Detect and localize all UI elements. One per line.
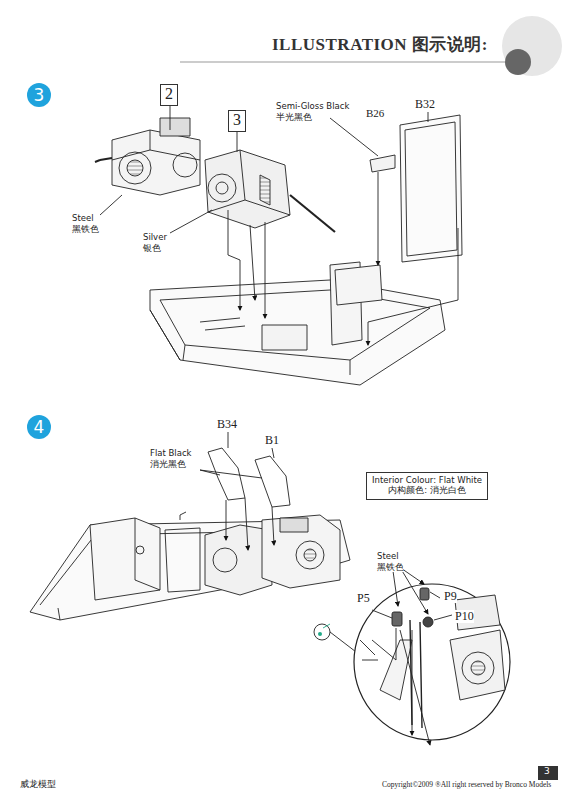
page-title: ILLUSTRATION 图示说明:	[272, 36, 488, 55]
paint-colour: 黑铁色	[377, 563, 404, 572]
detail-circle	[354, 584, 510, 740]
part-callout-box: 2	[160, 84, 178, 106]
header-rule	[180, 62, 505, 63]
part-callout-box: 3	[228, 110, 246, 132]
seat-b34	[208, 448, 245, 500]
engine-block	[95, 118, 200, 195]
page-number: 3	[544, 767, 550, 777]
paint-colour: 消光黑色	[150, 460, 186, 469]
paint-colour: 黑铁色	[72, 225, 99, 234]
paint-colour: Silver	[143, 233, 167, 242]
gearbox	[205, 150, 335, 232]
step-circle: 4	[27, 415, 51, 439]
paint-colour: Semi-Gloss Black	[276, 102, 349, 111]
pedal-detail	[380, 588, 505, 728]
paint-colour: Steel	[377, 552, 399, 561]
seat-b1	[255, 456, 290, 507]
detail-tick	[323, 624, 330, 628]
paint-colour: Flat Black	[150, 449, 192, 458]
copyright-note: Copyright©2009 ®All right reserved by Br…	[382, 781, 551, 789]
callout-number: 3	[233, 111, 241, 129]
leader-line	[100, 106, 458, 345]
callout-number: 2	[165, 85, 173, 103]
page-tab	[538, 766, 558, 780]
leader-line	[372, 564, 452, 745]
part-number: B32	[415, 98, 435, 111]
engine-gearbox	[180, 512, 340, 595]
panel-b32-edge	[405, 122, 457, 256]
paint-colour: 半光黑色	[276, 113, 312, 122]
header-disc	[502, 16, 562, 76]
seat-box	[335, 265, 382, 305]
part-number: P5	[357, 592, 370, 605]
brand-name: 威龙模型	[20, 780, 56, 790]
note-text: Interior Colour: Flat White	[372, 476, 482, 486]
part-number: B34	[217, 418, 237, 431]
note-text: 内构颜色: 消光白色	[372, 486, 482, 496]
step-number: 4	[27, 415, 51, 439]
detail-dot	[318, 632, 322, 636]
note-box: Interior Colour: Flat White内构颜色: 消光白色	[366, 472, 488, 500]
leader-line	[360, 640, 378, 660]
detail-marker	[314, 624, 330, 640]
part-number: B1	[265, 434, 279, 447]
chassis-frame	[150, 262, 445, 385]
leader-line	[200, 432, 274, 550]
part-number: B26	[366, 107, 384, 119]
part-number: P10	[455, 610, 474, 623]
step-circle: 3	[27, 83, 51, 107]
panel-b26	[370, 155, 395, 172]
header-dot	[505, 49, 531, 75]
step-number: 3	[27, 83, 51, 107]
part-number: P9	[444, 590, 457, 603]
paint-colour: 银色	[143, 244, 161, 253]
panel-b32	[400, 115, 462, 262]
paint-colour: Steel	[72, 214, 94, 223]
